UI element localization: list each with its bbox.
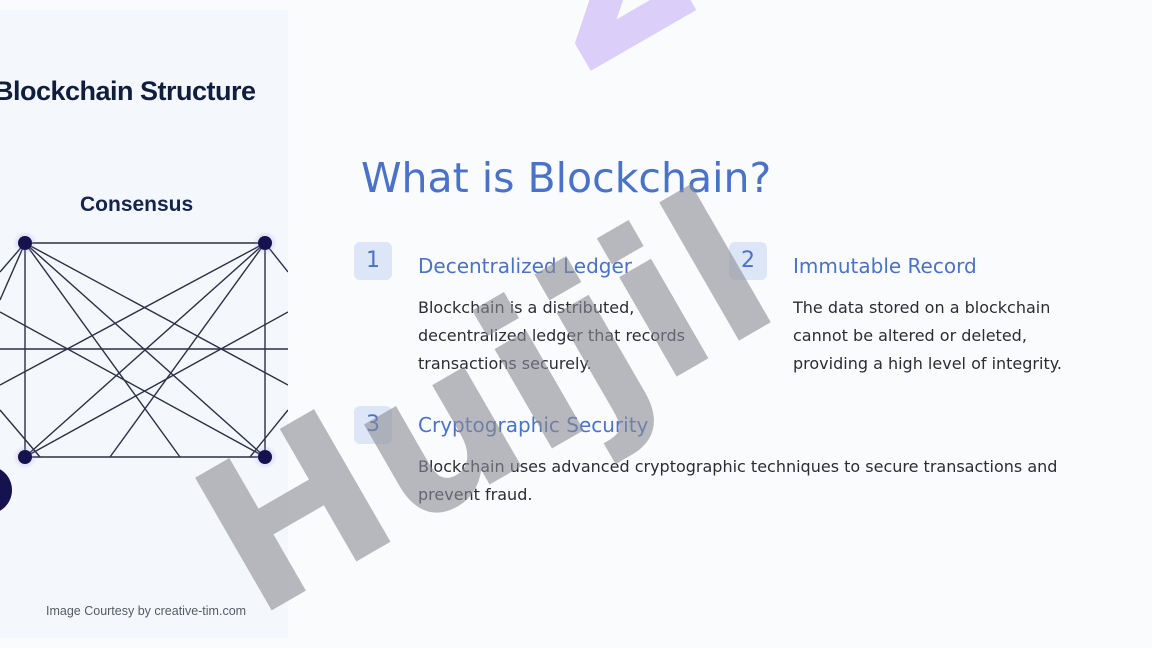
image-credit: Image Courtesy by creative-tim.com bbox=[46, 604, 247, 618]
node bbox=[258, 236, 272, 250]
item-text-3: Blockchain uses advanced cryptographic t… bbox=[418, 457, 1058, 504]
item-heading-3: Cryptographic Security bbox=[418, 413, 649, 437]
node bbox=[0, 469, 12, 511]
item-heading-1: Decentralized Ledger bbox=[418, 254, 632, 278]
image-title: Blockchain Structure bbox=[0, 76, 256, 106]
number-badge-2: 2 bbox=[729, 242, 767, 280]
node bbox=[18, 236, 32, 250]
network-diagram bbox=[0, 231, 288, 511]
slide-title: What is Blockchain? bbox=[361, 154, 772, 202]
item-text-2: The data stored on a blockchain cannot b… bbox=[793, 298, 1062, 373]
number-badge-3: 3 bbox=[354, 406, 392, 444]
image-subtitle: Consensus bbox=[80, 193, 194, 216]
watermark-number: 24 bbox=[469, 0, 880, 128]
item-text-1: Blockchain is a distributed, decentraliz… bbox=[418, 298, 685, 373]
number-badge-1: 1 bbox=[354, 242, 392, 280]
node bbox=[18, 450, 32, 464]
item-heading-2: Immutable Record bbox=[793, 254, 977, 278]
blockchain-structure-image: Blockchain Structure Consensus bbox=[0, 10, 288, 638]
node bbox=[258, 450, 272, 464]
